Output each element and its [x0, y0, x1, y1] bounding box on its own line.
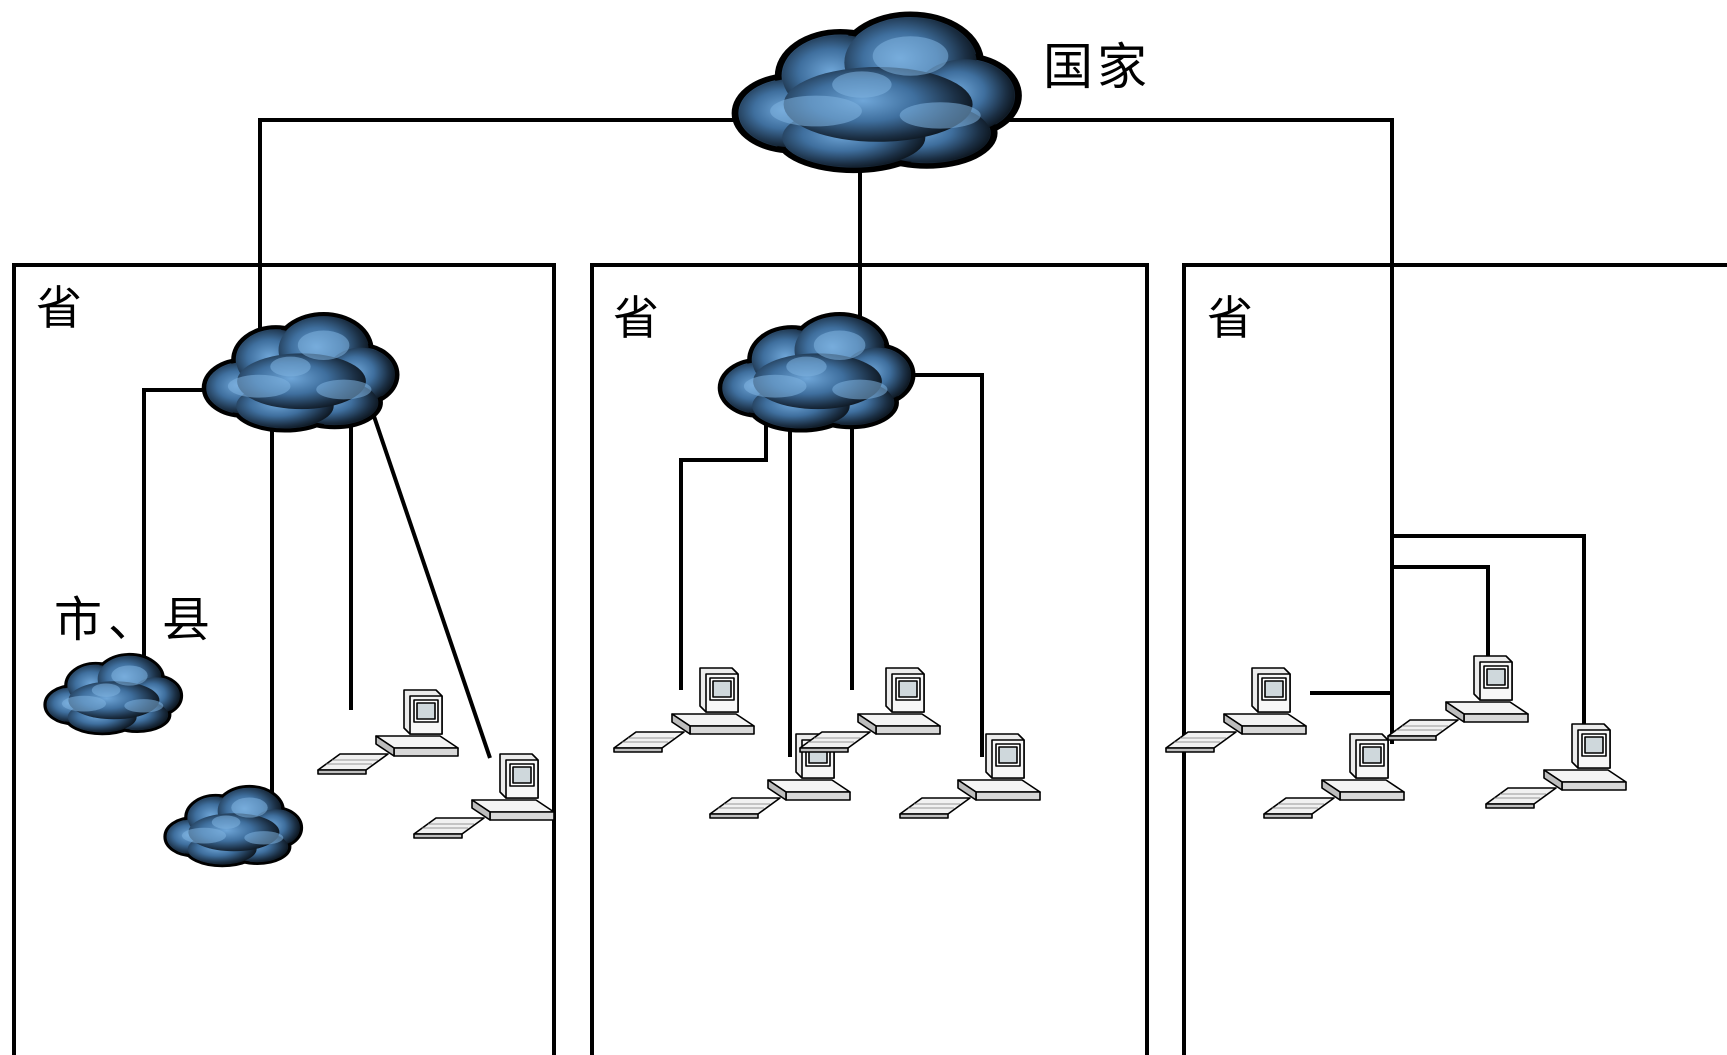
county-network-cloud-icon — [163, 784, 304, 868]
province-box-1 — [12, 263, 556, 1055]
province-2-computer-icon-4 — [899, 733, 1041, 819]
province-1-computer-icon-1 — [317, 689, 459, 775]
province-1-computer-icon-2 — [413, 753, 555, 839]
province-boxes — [12, 263, 1727, 1055]
city-county-label: 市、县 — [54, 592, 217, 648]
province-2-network-cloud-icon — [720, 314, 913, 430]
national-network-cloud-icon — [735, 14, 1019, 170]
province-2-computer-icon-1 — [613, 667, 755, 753]
city-network-cloud-icon — [43, 652, 184, 736]
province-box-3 — [1182, 263, 1727, 1055]
province-3-computer-icon-3 — [1387, 655, 1529, 741]
national-label: 国家 — [1043, 38, 1151, 96]
province-3-computer-icon-4 — [1485, 723, 1627, 809]
province-3-label: 省 — [1207, 291, 1253, 345]
connection-lines — [142, 118, 1586, 820]
province-3-computer-icon-1 — [1165, 667, 1307, 753]
province-2-computer-icon-3 — [799, 667, 941, 753]
province-2-label: 省 — [613, 291, 659, 345]
province-box-2 — [590, 263, 1149, 1055]
province-3-computer-icon-2 — [1263, 733, 1405, 819]
province-1-network-cloud-icon — [204, 314, 397, 430]
province-1-label: 省 — [36, 281, 82, 335]
